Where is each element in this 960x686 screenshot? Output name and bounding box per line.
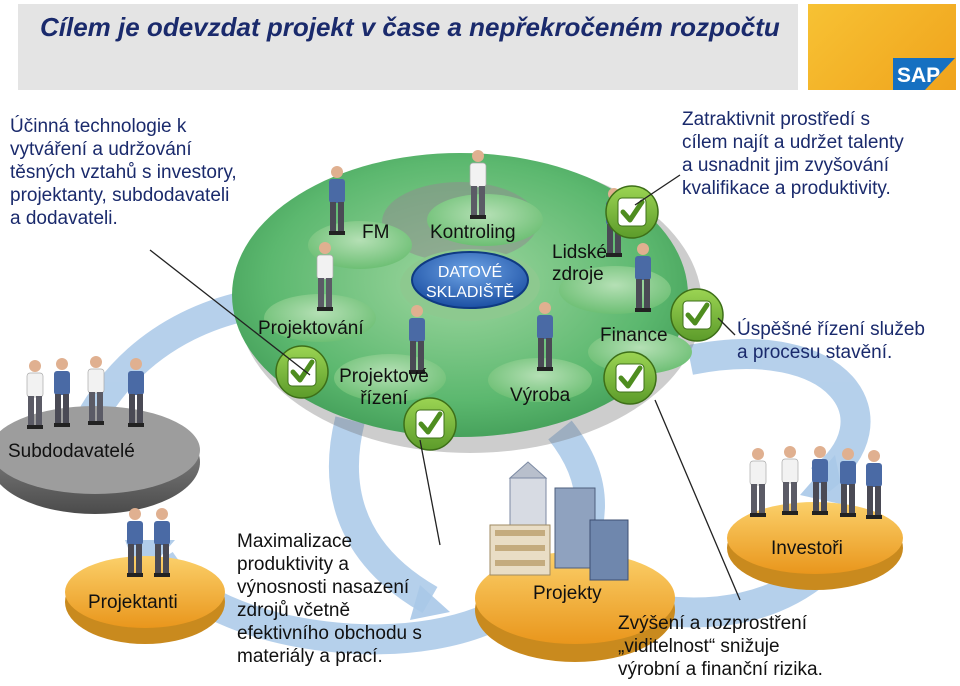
callout-line-mid-right xyxy=(717,317,736,336)
callout-bottom-mid-line: produktivity a xyxy=(237,554,349,575)
disc-vyroba xyxy=(488,358,592,402)
callout-bottom-right: Zvýšení a rozprostření „viditelnost“ sni… xyxy=(618,612,888,681)
node-projektove-rizeni: Projektové řízení xyxy=(328,366,440,410)
node-finance: Finance xyxy=(600,325,668,346)
callout-line-bottom-right xyxy=(654,399,741,601)
investori-disc xyxy=(727,502,903,574)
sap-logo: SAP xyxy=(893,58,955,90)
sap-logo-text: SAP xyxy=(897,64,940,87)
callout-top-left-line: Účinná technologie k xyxy=(10,116,187,137)
node-kontroling: Kontroling xyxy=(430,222,516,243)
node-projektovani: Projektování xyxy=(258,318,364,339)
callout-top-left: Účinná technologie k vytváření a udržová… xyxy=(10,115,310,230)
callout-top-right-line: kvalifikace a produktivity. xyxy=(682,178,891,199)
stakeholder-subdodavatele: Subdodavatelé xyxy=(8,441,135,462)
building-icon xyxy=(489,461,629,581)
callout-bottom-right-line: „viditelnost“ snižuje xyxy=(618,636,780,657)
callout-bottom-mid-line: výnosnosti nasazení xyxy=(237,577,410,598)
callout-line-top-left xyxy=(149,249,311,376)
investori-group xyxy=(727,445,903,590)
subdodavatele-group xyxy=(0,355,200,514)
disc-projektovani xyxy=(264,294,376,342)
arrow-inner-left xyxy=(328,416,438,614)
callout-line-top-right xyxy=(634,174,681,206)
callout-mid-right: Úspěšné řízení služeb a procesu stavění. xyxy=(737,318,960,364)
title-banner xyxy=(18,4,798,90)
callout-bottom-right-line: výrobní a finanční rizika. xyxy=(618,659,823,680)
data-warehouse-line2: SKLADIŠTĚ xyxy=(425,284,515,301)
callout-bottom-mid-line: materiály a prací. xyxy=(237,646,383,667)
projektanti-disc xyxy=(65,556,225,628)
callout-top-right-line: cílem najít a udržet talenty xyxy=(682,132,904,153)
stakeholder-investori: Investoři xyxy=(771,538,843,559)
page-title: Cílem je odevzdat projekt v čase a nepře… xyxy=(40,12,780,42)
node-projektove-rizeni-line2: řízení xyxy=(360,388,408,409)
callout-bottom-mid-line: zdrojů včetně xyxy=(237,600,351,621)
callout-mid-right-line: a procesu stavění. xyxy=(737,342,893,363)
subdodavatele-disc-top xyxy=(0,406,200,494)
data-warehouse-hub xyxy=(411,251,529,309)
callout-mid-right-line: Úspěšné řízení služeb xyxy=(737,319,925,340)
stakeholder-projektanti: Projektanti xyxy=(88,592,178,613)
disc-kontroling xyxy=(427,194,543,246)
callout-top-left-line: a dodavateli. xyxy=(10,208,118,229)
callout-top-left-line: projektanty, subdodavateli xyxy=(10,185,230,206)
arrow-head xyxy=(410,585,450,620)
callout-bottom-right-line: Zvýšení a rozprostření xyxy=(618,613,808,634)
data-warehouse-label: DATOVÉ SKLADIŠTĚ xyxy=(422,263,518,303)
projektanti-group xyxy=(65,508,225,644)
callout-lines xyxy=(149,174,741,601)
callout-bottom-mid-line: Maximalizace xyxy=(237,531,353,552)
node-lidske-zdroje-line2: zdroje xyxy=(552,264,604,285)
node-vyroba: Výroba xyxy=(510,385,571,406)
node-lidske-zdroje-line1: Lidské xyxy=(552,242,607,263)
callout-bottom-mid: Maximalizace produktivity a výnosnosti n… xyxy=(237,530,477,668)
callout-line-bottom-mid xyxy=(419,439,441,546)
node-projektove-rizeni-line1: Projektové xyxy=(339,366,429,387)
projekty-group xyxy=(475,461,675,662)
stakeholder-projekty: Projekty xyxy=(533,583,602,604)
callout-top-left-line: těsných vztahů s investory, xyxy=(10,162,237,183)
callout-top-right-line: Zatraktivnit prostředí s xyxy=(682,109,870,130)
callout-top-right-line: a usnadnit jim zvyšování xyxy=(682,155,889,176)
callout-top-right: Zatraktivnit prostředí s cílem najít a u… xyxy=(682,108,958,200)
node-lidske-zdroje: Lidské zdroje xyxy=(552,242,607,286)
callout-top-left-line: vytváření a udržování xyxy=(10,139,192,160)
callout-bottom-mid-line: efektivního obchodu s xyxy=(237,623,422,644)
node-fm: FM xyxy=(362,222,390,243)
data-warehouse-line1: DATOVÉ xyxy=(437,264,503,281)
sap-logo-shape xyxy=(893,58,955,90)
